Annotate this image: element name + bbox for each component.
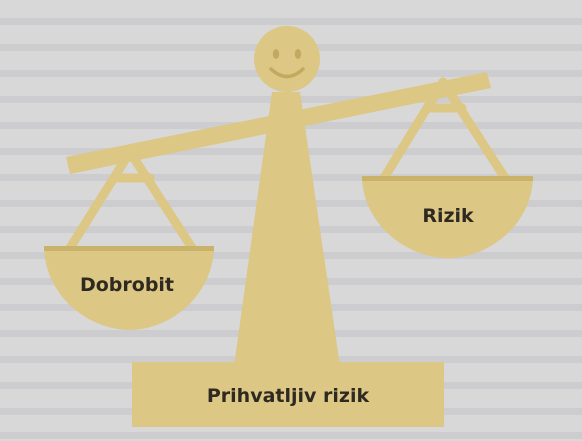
left-pan-label: Dobrobit — [80, 274, 174, 296]
base-label: Prihvatljiv rizik — [207, 385, 370, 407]
smiley-face-icon — [254, 26, 320, 92]
left-pan-hanger — [65, 147, 197, 253]
scale-beam — [66, 72, 491, 174]
left-pan-rim — [44, 246, 214, 251]
right-pan — [362, 178, 533, 258]
right-pan-rim — [362, 176, 533, 181]
left-pan — [44, 248, 214, 330]
beam-pivot — [277, 105, 295, 123]
pillar-inner-cut — [256, 122, 318, 366]
scale-base — [132, 362, 444, 427]
right-pan-label: Rizik — [422, 205, 474, 227]
